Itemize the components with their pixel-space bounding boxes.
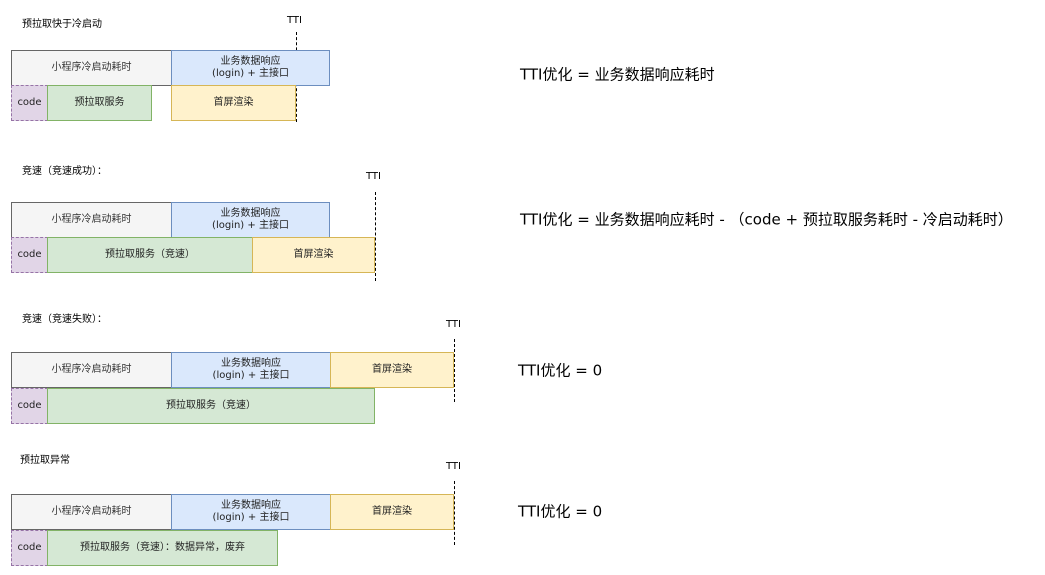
cold-start-box: 小程序冷启动耗时 bbox=[11, 50, 172, 86]
code-box: code bbox=[11, 388, 48, 424]
tti-line bbox=[454, 481, 455, 545]
code-box: code bbox=[11, 237, 48, 273]
prefetch-box: 预拉取服务（竞速） bbox=[47, 388, 375, 424]
formula: TTI优化 = 0 bbox=[518, 502, 603, 521]
render-box: 首屏渲染 bbox=[252, 237, 375, 273]
biz-data-box: 业务数据响应 (login) + 主接口 bbox=[171, 202, 330, 238]
tti-line bbox=[454, 339, 455, 402]
biz-data-box: 业务数据响应 (login) + 主接口 bbox=[171, 352, 331, 388]
code-box: code bbox=[11, 85, 48, 121]
tti-label: TTI bbox=[287, 15, 302, 26]
tti-line bbox=[375, 192, 376, 281]
biz-data-box: 业务数据响应 (login) + 主接口 bbox=[171, 50, 330, 86]
render-box: 首屏渲染 bbox=[330, 494, 454, 530]
formula: TTI优化 = 0 bbox=[518, 361, 603, 380]
cold-start-box: 小程序冷启动耗时 bbox=[11, 494, 172, 530]
cold-start-box: 小程序冷启动耗时 bbox=[11, 352, 172, 388]
render-box: 首屏渲染 bbox=[171, 85, 296, 121]
section-title: 竞速（竞速成功）： bbox=[22, 166, 107, 177]
formula: TTI优化 = 业务数据响应耗时 bbox=[520, 65, 715, 84]
formula: TTI优化 = 业务数据响应耗时 - （code + 预拉取服务耗时 - 冷启动… bbox=[520, 210, 1013, 229]
code-box: code bbox=[11, 530, 48, 566]
render-box: 首屏渲染 bbox=[330, 352, 454, 388]
tti-label: TTI bbox=[366, 171, 381, 182]
tti-label: TTI bbox=[446, 319, 461, 330]
cold-start-box: 小程序冷启动耗时 bbox=[11, 202, 172, 238]
section-title: 预拉取异常 bbox=[20, 455, 70, 466]
section-title: 竞速（竞速失败）： bbox=[22, 314, 107, 325]
prefetch-box: 预拉取服务 bbox=[47, 85, 152, 121]
prefetch-box: 预拉取服务（竞速） bbox=[47, 237, 253, 273]
prefetch-box: 预拉取服务（竞速）：数据异常，废弃 bbox=[47, 530, 278, 566]
section-title: 预拉取快于冷启动 bbox=[22, 19, 102, 30]
tti-label: TTI bbox=[446, 461, 461, 472]
biz-data-box: 业务数据响应 (login) + 主接口 bbox=[171, 494, 331, 530]
